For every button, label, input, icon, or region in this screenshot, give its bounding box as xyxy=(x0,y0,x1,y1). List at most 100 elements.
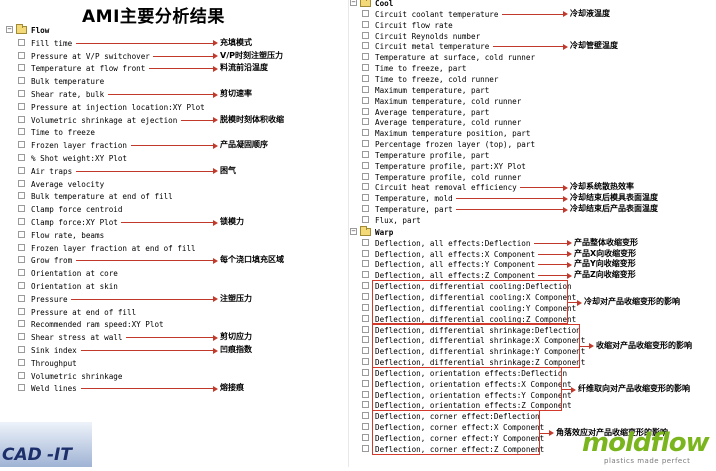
result-label: Deflection, all effects:Z Component xyxy=(375,271,536,281)
result-checkbox[interactable] xyxy=(362,42,369,50)
annotation-label: 困气 xyxy=(220,165,236,175)
result-checkbox[interactable] xyxy=(362,205,369,213)
result-checkbox[interactable] xyxy=(362,183,369,191)
result-checkbox[interactable] xyxy=(362,150,369,158)
result-checkbox[interactable] xyxy=(362,336,369,344)
result-checkbox[interactable] xyxy=(18,282,25,289)
result-label: Recommended ram speed:XY Plot xyxy=(31,320,164,330)
result-checkbox[interactable] xyxy=(18,51,25,59)
result-label: Deflection, corner effect:Z Component xyxy=(375,444,545,454)
result-checkbox[interactable] xyxy=(362,412,369,420)
annotation-group-box xyxy=(372,366,562,412)
result-checkbox[interactable] xyxy=(18,166,25,174)
result-checkbox[interactable] xyxy=(362,194,369,202)
result-checkbox[interactable] xyxy=(18,128,25,136)
result-checkbox[interactable] xyxy=(362,107,369,115)
result-checkbox[interactable] xyxy=(362,53,369,61)
annotation-arrow xyxy=(75,257,219,264)
annotation-arrow xyxy=(540,430,554,436)
result-checkbox[interactable] xyxy=(362,85,369,93)
result-checkbox[interactable] xyxy=(18,205,25,213)
result-checkbox[interactable] xyxy=(362,282,369,290)
annotation-arrow xyxy=(538,272,572,279)
result-checkbox[interactable] xyxy=(18,154,25,161)
result-checkbox[interactable] xyxy=(362,64,369,72)
result-label: Deflection, differential cooling:Deflect… xyxy=(375,282,572,292)
result-checkbox[interactable] xyxy=(18,38,25,46)
result-label: Temperature profile, part:XY Plot xyxy=(375,161,526,171)
result-checkbox[interactable] xyxy=(18,102,25,110)
result-checkbox[interactable] xyxy=(18,358,25,366)
result-checkbox[interactable] xyxy=(362,444,369,452)
result-label: Weld lines xyxy=(31,384,77,394)
result-label: Deflection, orientation effects:X Compon… xyxy=(375,379,572,389)
result-checkbox[interactable] xyxy=(18,64,25,72)
result-checkbox[interactable] xyxy=(362,9,369,17)
result-label: Deflection, differential shrinkage:Z Com… xyxy=(375,358,586,368)
result-checkbox[interactable] xyxy=(18,243,25,251)
result-checkbox[interactable] xyxy=(362,401,369,409)
result-checkbox[interactable] xyxy=(18,333,25,341)
result-checkbox[interactable] xyxy=(362,292,369,300)
result-checkbox[interactable] xyxy=(18,346,25,353)
result-checkbox[interactable] xyxy=(18,230,25,238)
result-label: Circuit heat removal efficiency xyxy=(375,183,517,193)
annotation-label: 产品Y向收缩变形 xyxy=(574,259,636,269)
result-checkbox[interactable] xyxy=(18,90,25,97)
result-checkbox[interactable] xyxy=(18,294,25,302)
result-label: Air traps xyxy=(31,166,73,176)
annotation-label: 收缩对产品收缩变形的影响 xyxy=(596,340,692,350)
result-checkbox[interactable] xyxy=(362,20,369,28)
result-checkbox[interactable] xyxy=(18,269,25,277)
result-checkbox[interactable] xyxy=(362,216,369,223)
result-checkbox[interactable] xyxy=(362,161,369,169)
result-label: Flux, part xyxy=(375,216,421,225)
result-checkbox[interactable] xyxy=(18,179,25,187)
result-checkbox[interactable] xyxy=(18,141,25,149)
result-checkbox[interactable] xyxy=(362,238,369,246)
result-checkbox[interactable] xyxy=(362,74,369,82)
result-checkbox[interactable] xyxy=(362,379,369,387)
result-label: Orientation at skin xyxy=(31,282,118,291)
result-checkbox[interactable] xyxy=(18,115,25,123)
result-checkbox[interactable] xyxy=(362,118,369,126)
result-label: Average temperature, part xyxy=(375,107,490,117)
result-checkbox[interactable] xyxy=(18,77,25,85)
result-checkbox[interactable] xyxy=(362,129,369,137)
result-checkbox[interactable] xyxy=(18,218,25,225)
result-checkbox[interactable] xyxy=(362,368,369,376)
result-label: Pressure at V/P switchover xyxy=(31,51,150,61)
result-checkbox[interactable] xyxy=(362,140,369,148)
result-checkbox[interactable] xyxy=(362,31,369,39)
annotation-label: 冷却结束后产品表面温度 xyxy=(570,204,658,214)
annotation-label: 剪切应力 xyxy=(220,332,252,342)
result-checkbox[interactable] xyxy=(362,347,369,355)
result-checkbox[interactable] xyxy=(18,256,25,264)
result-label: % Shot weight:XY Plot xyxy=(31,154,128,163)
expand-toggle-icon[interactable]: − xyxy=(350,226,357,235)
result-checkbox[interactable] xyxy=(362,314,369,322)
result-checkbox[interactable] xyxy=(362,260,369,268)
annotation-arrow xyxy=(533,240,573,247)
result-checkbox[interactable] xyxy=(362,358,369,366)
result-label: Deflection, orientation effects:Z Compon… xyxy=(375,401,572,411)
expand-toggle-icon[interactable]: − xyxy=(6,25,13,33)
result-label: Maximum temperature position, part xyxy=(375,129,531,139)
result-checkbox[interactable] xyxy=(18,384,25,392)
result-checkbox[interactable] xyxy=(362,325,369,333)
annotation-arrow xyxy=(80,385,218,392)
annotation-arrow xyxy=(538,251,572,258)
result-checkbox[interactable] xyxy=(362,271,369,279)
result-checkbox[interactable] xyxy=(18,320,25,328)
result-checkbox[interactable] xyxy=(18,192,25,200)
result-checkbox[interactable] xyxy=(362,303,369,311)
result-checkbox[interactable] xyxy=(362,423,369,431)
result-checkbox[interactable] xyxy=(18,307,25,315)
expand-toggle-icon[interactable]: − xyxy=(350,0,357,6)
result-checkbox[interactable] xyxy=(362,249,369,257)
result-checkbox[interactable] xyxy=(362,172,369,180)
result-checkbox[interactable] xyxy=(362,96,369,104)
result-checkbox[interactable] xyxy=(362,434,369,441)
result-checkbox[interactable] xyxy=(362,390,369,398)
result-checkbox[interactable] xyxy=(18,371,25,379)
